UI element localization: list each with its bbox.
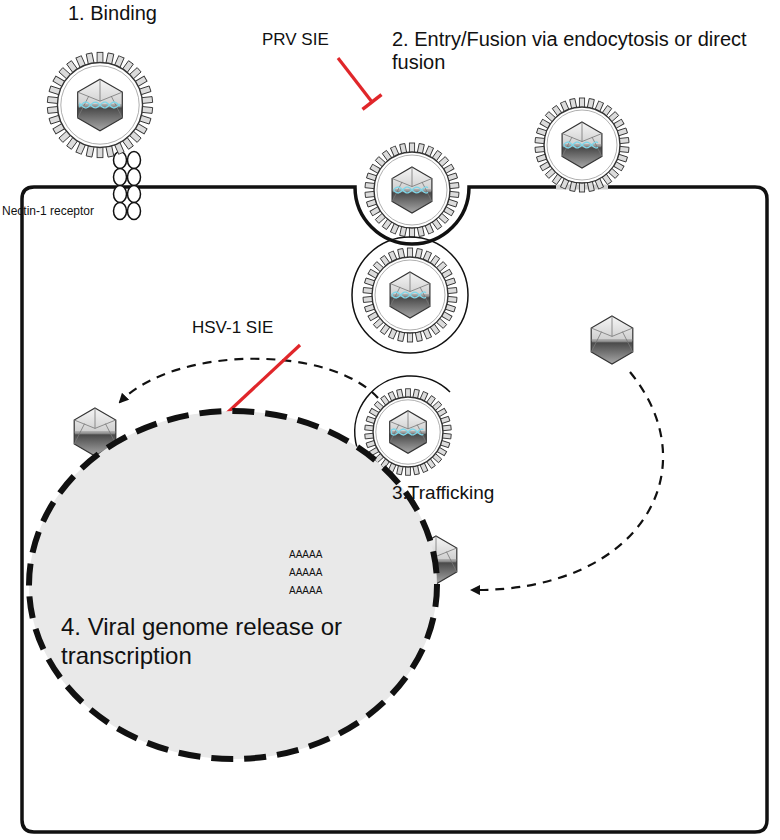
capsid-facet <box>562 122 602 157</box>
viral-dna <box>394 187 428 193</box>
viral-dna <box>564 142 598 148</box>
capsid-facet <box>591 316 633 352</box>
envelope-inner <box>375 260 445 330</box>
envelope <box>544 107 620 183</box>
trafficking-arrow <box>472 372 663 590</box>
nectin-receptor <box>114 169 127 186</box>
viral-dna <box>394 187 428 193</box>
nectin-receptor <box>128 203 141 220</box>
virion <box>363 248 457 342</box>
virion <box>365 389 452 475</box>
capsid-facet <box>390 272 430 307</box>
inhibition-label: PRV SIE <box>262 30 329 50</box>
nectin-receptor <box>114 186 127 203</box>
capsid-shell <box>392 167 432 213</box>
envelope <box>57 62 142 147</box>
envelope <box>372 257 448 333</box>
glycoprotein-spike <box>579 98 584 108</box>
polya-tail: AAAAA <box>289 567 322 579</box>
glycoprotein-spike <box>579 183 584 193</box>
capsid-shell <box>390 411 427 453</box>
capsid-facet <box>74 408 116 444</box>
receptor-label: Nectin-1 receptor <box>2 205 94 219</box>
endosome <box>352 237 468 353</box>
glycoprotein-spike <box>406 467 411 476</box>
glycoprotein-spike <box>409 228 414 238</box>
glycoprotein-spike <box>406 389 411 398</box>
step-label: 3.Trafficking <box>392 482 494 504</box>
viral-dna <box>80 102 120 108</box>
step-label: 4. Viral genome release or transcription <box>61 613 401 671</box>
capsid <box>392 167 432 213</box>
nectin-receptor <box>128 169 141 186</box>
capsid-shell <box>78 79 123 131</box>
glycoprotein-spike <box>409 143 414 153</box>
nectin-receptor <box>114 203 127 220</box>
cell-membrane <box>22 187 767 832</box>
capsid-facet <box>78 79 123 118</box>
nectin-receptor <box>128 152 141 169</box>
capsid-shell <box>562 122 602 168</box>
polya-tail: AAAAA <box>289 585 322 597</box>
envelope-inner <box>376 400 440 464</box>
capsid-facet <box>390 411 427 443</box>
capsid-facet <box>392 167 432 202</box>
virion <box>535 98 629 192</box>
viral-dna <box>392 292 426 298</box>
viral-dna <box>392 429 424 435</box>
nuclear-envelope <box>29 411 437 759</box>
step-label: 1. Binding <box>68 2 157 25</box>
glycoprotein-spike <box>97 52 103 63</box>
polya-tail: AAAAA <box>289 549 322 561</box>
capsid <box>78 79 123 131</box>
envelope-inner <box>377 155 447 225</box>
capsid-shell <box>390 272 430 318</box>
trafficking-arrow <box>120 359 378 402</box>
step-label: 2. Entry/Fusion via endocytosis or direc… <box>392 28 754 74</box>
capsid <box>390 411 427 453</box>
capsid <box>390 272 430 318</box>
inhibition-bar <box>363 95 382 110</box>
inhibition-label: HSV-1 SIE <box>192 318 273 338</box>
glycoprotein-spike <box>97 147 103 158</box>
virion <box>365 143 459 237</box>
envelope <box>373 397 443 467</box>
envelope-inner <box>547 110 617 180</box>
viral-dna <box>80 102 120 108</box>
virion <box>47 52 152 157</box>
glycoprotein-spike <box>407 333 412 343</box>
nucleus-outline <box>25 407 441 763</box>
capsid <box>562 122 602 168</box>
envelope-inner <box>61 66 139 144</box>
viral-dna <box>392 429 424 435</box>
viral-dna <box>564 142 598 148</box>
capsid <box>591 316 633 364</box>
nectin-receptor <box>128 186 141 203</box>
viral-dna <box>392 292 426 298</box>
inhibition-line <box>338 58 372 102</box>
glycoprotein-spike <box>407 248 412 258</box>
envelope <box>374 152 450 228</box>
capsid-shell <box>591 316 633 364</box>
nucleus: 4. Viral genome release or transcription <box>25 407 441 763</box>
